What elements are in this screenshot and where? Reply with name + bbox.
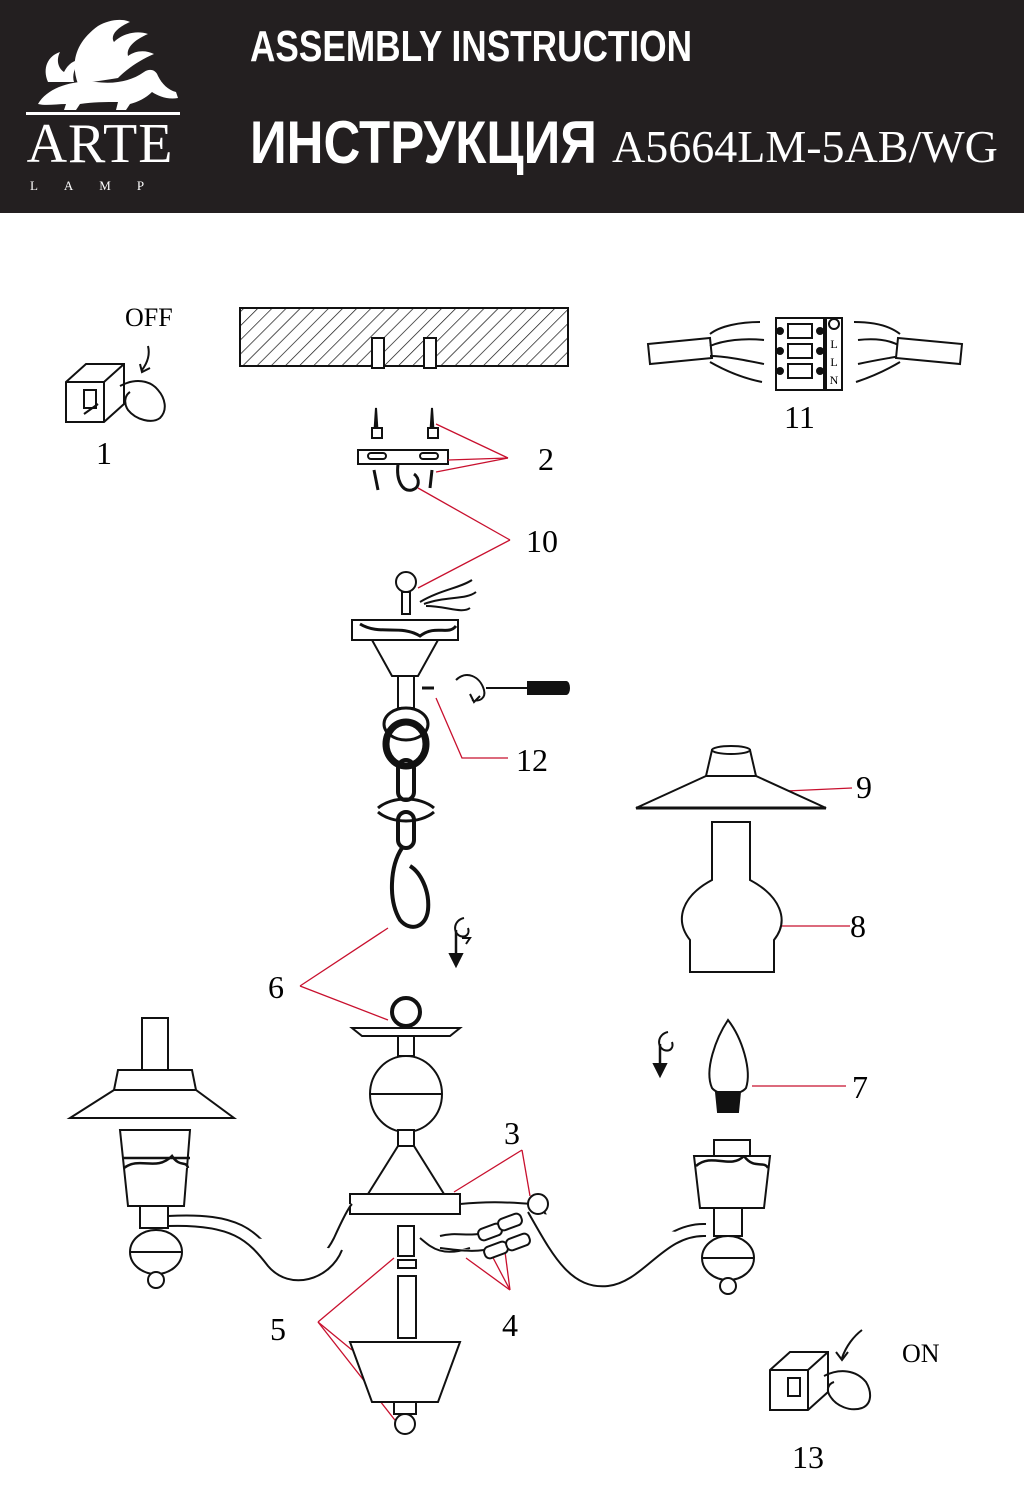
wire-connectors <box>439 1212 531 1260</box>
canopy <box>351 571 477 709</box>
callout-9: 9 <box>856 769 872 805</box>
callout-7: 7 <box>852 1069 868 1105</box>
callout-8: 8 <box>850 908 866 944</box>
rotate-arrow-icon <box>652 1031 674 1079</box>
right-arm <box>459 1139 772 1295</box>
leader-lines <box>299 423 853 1425</box>
callout-3: 3 <box>504 1115 520 1151</box>
terminal-letter-n: N <box>830 373 839 387</box>
mounting-bracket-icon <box>357 407 449 492</box>
header-banner: ARTE LAMP ASSEMBLY INSTRUCTION ИНСТРУКЦИ… <box>0 0 1024 213</box>
switch-off-label: OFF <box>125 303 173 332</box>
callout-11: 11 <box>784 399 815 435</box>
switch-off-icon <box>65 345 166 423</box>
callout-4: 4 <box>502 1307 518 1343</box>
brand-subtitle: LAMP <box>29 178 171 193</box>
callout-6: 6 <box>268 969 284 1005</box>
left-arm <box>66 1017 353 1289</box>
terminal-letter-l: L <box>830 337 837 351</box>
light-bulb-icon <box>708 1018 749 1113</box>
terminal-block <box>646 317 964 391</box>
switch-on-icon <box>769 1329 872 1411</box>
winged-lion-logo-icon <box>26 19 180 115</box>
callout-5: 5 <box>270 1311 286 1347</box>
lamp-shade <box>635 745 827 810</box>
chain <box>377 706 435 929</box>
glass-chimney <box>681 821 783 973</box>
title-english: ASSEMBLY INSTRUCTION <box>250 22 693 71</box>
assembly-diagram: OFF 1 <box>65 303 964 1475</box>
rotate-arrow-icon <box>448 917 472 969</box>
callout-13: 13 <box>792 1439 824 1475</box>
screwdriver-icon <box>422 674 570 704</box>
callout-12: 12 <box>516 742 548 778</box>
callout-10: 10 <box>526 523 558 559</box>
ceiling-section <box>239 307 569 369</box>
title-russian: ИНСТРУКЦИЯ <box>250 109 597 176</box>
switch-on-label: ON <box>902 1339 940 1368</box>
callout-2: 2 <box>538 441 554 477</box>
chandelier-body <box>348 996 471 1435</box>
model-number: A5664LM-5AB/WG <box>612 121 998 172</box>
terminal-letter-l: L <box>830 355 837 369</box>
callout-1: 1 <box>96 435 112 471</box>
brand-name: ARTE <box>26 113 174 175</box>
